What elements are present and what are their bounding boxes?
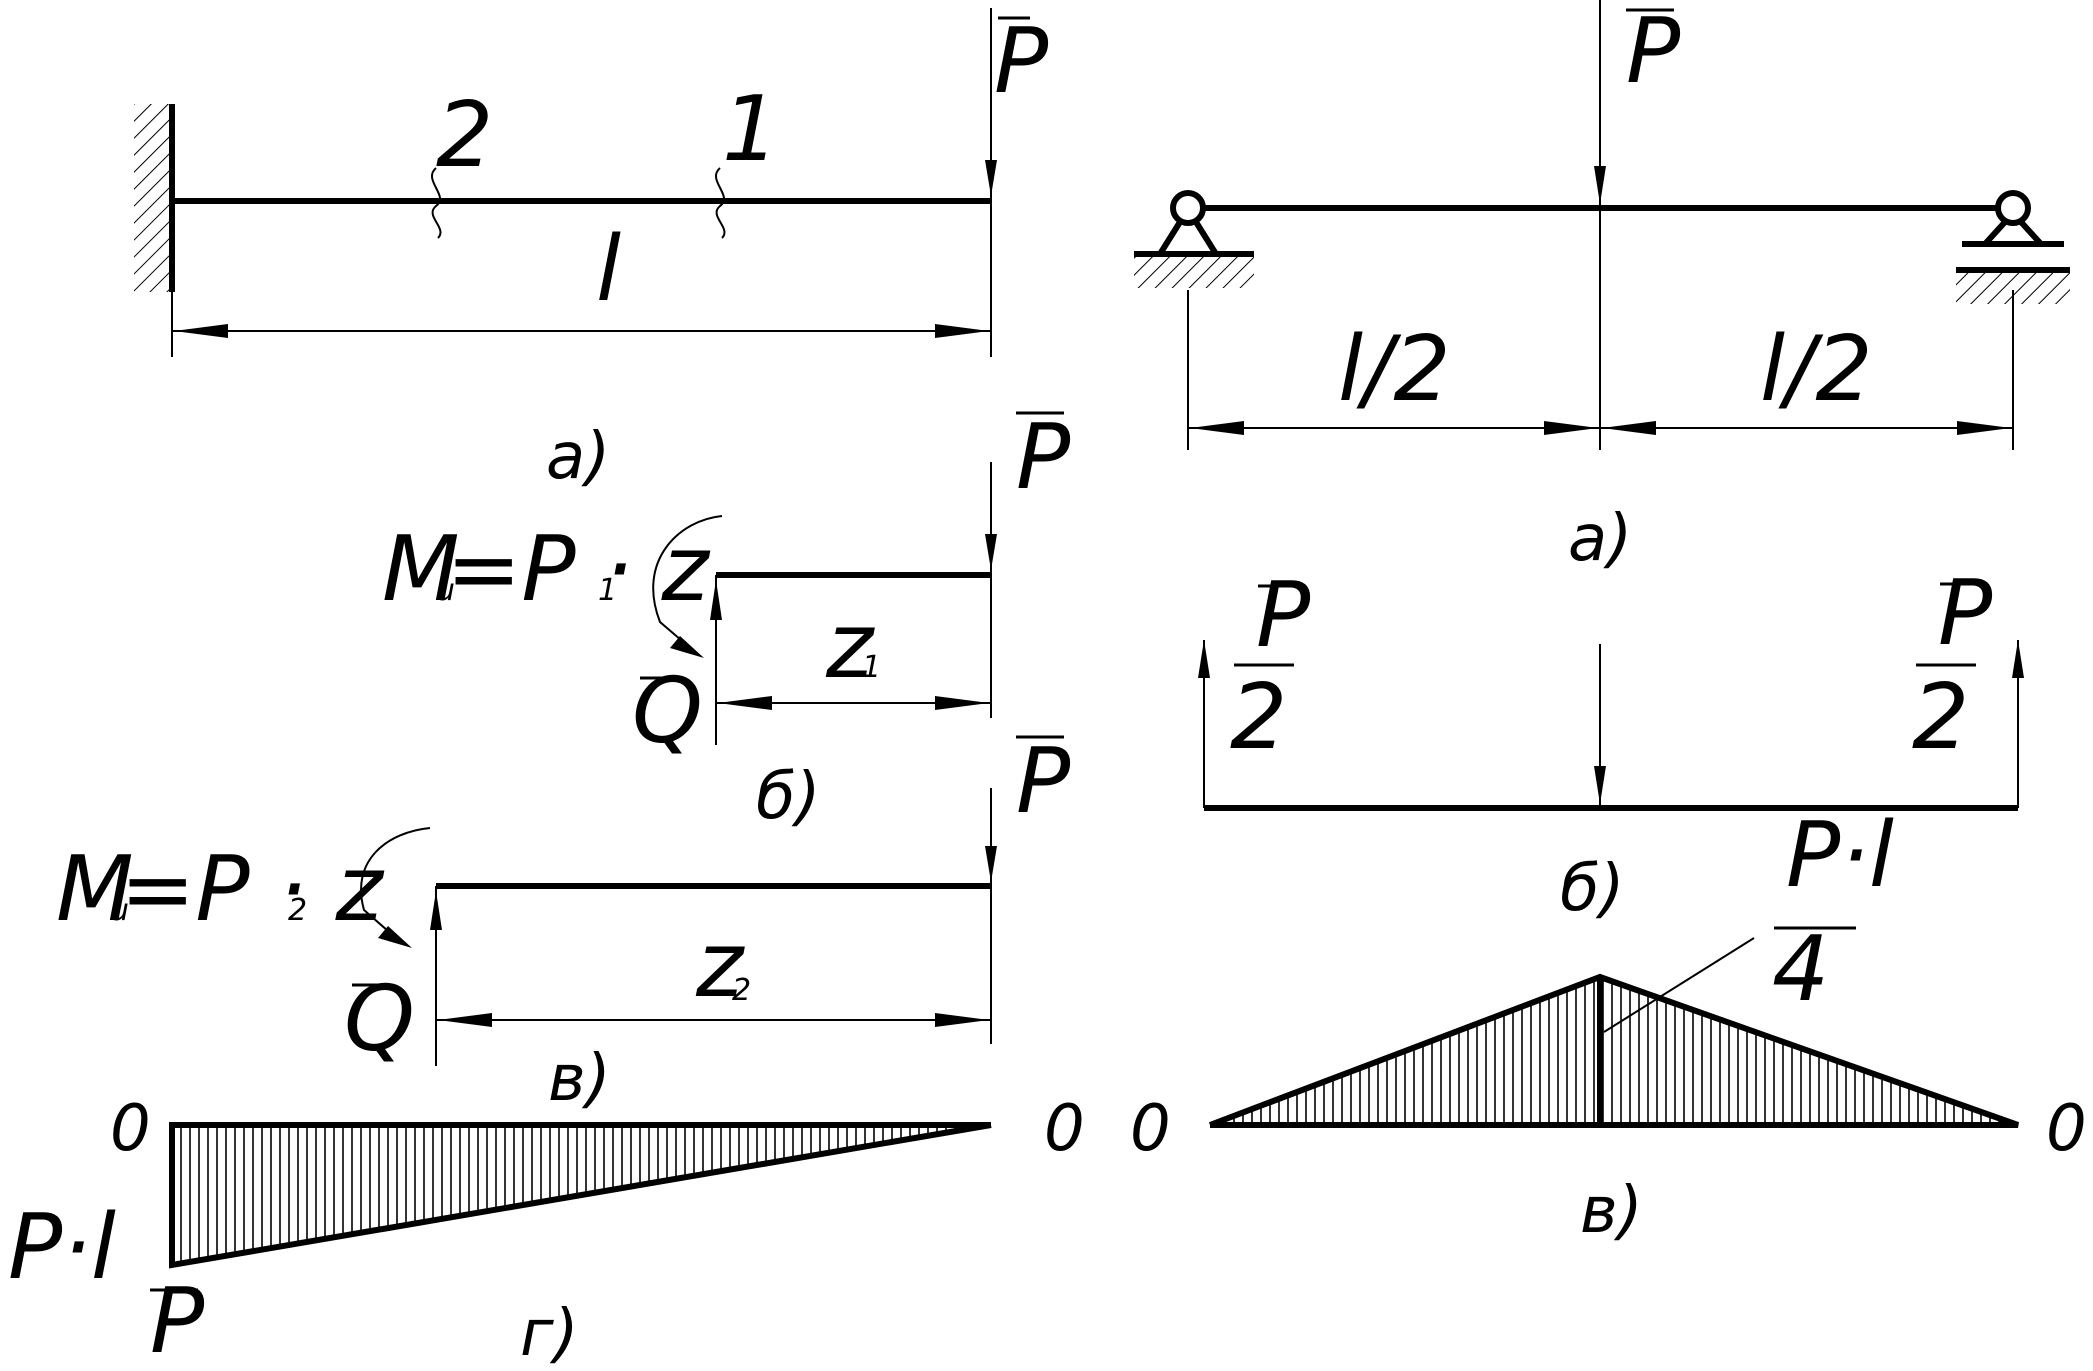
- moment-arrow-v: [360, 827, 431, 939]
- moment-M-b: M: [382, 517, 460, 622]
- leader-line: [1603, 937, 1755, 1033]
- zero-right-end: 0: [2046, 1092, 2087, 1166]
- moment-eq-b: =P · z: [446, 517, 711, 622]
- moment-eq-v: =P · z: [120, 837, 385, 942]
- shear-label-v: Q: [344, 967, 415, 1072]
- max-moment-right-den: 4: [1772, 917, 1829, 1022]
- moment-arrow-b: [652, 515, 723, 647]
- right-simple-beam: P l/2 l/2 a): [1134, 0, 2070, 576]
- pin-support: [1134, 190, 1254, 288]
- z2-sub: 2: [732, 973, 751, 1008]
- reaction-right-den: 2: [1912, 665, 1969, 770]
- zero-left-top: 0: [110, 1092, 151, 1166]
- force-label-v: P: [1016, 729, 1071, 834]
- moment-M-v: M: [56, 837, 134, 942]
- right-moment-diagram: P·l 4 0 0 в): [1130, 803, 2087, 1248]
- force-label-g: P: [150, 1269, 205, 1371]
- force-label-right: P: [1626, 0, 1681, 104]
- moment-z-sub-b: 1: [598, 573, 617, 608]
- shear-label-b: Q: [632, 659, 703, 764]
- section-2-label: 2: [436, 83, 493, 188]
- reaction-left-den: 2: [1230, 665, 1287, 770]
- max-moment-left: P·l: [8, 1195, 116, 1300]
- caption-left-v: в): [548, 1042, 611, 1116]
- left-section-z1: P Q M u =P · z 1 z 1 б): [382, 405, 1071, 834]
- force-label-b: P: [1016, 405, 1071, 510]
- moment-sub-v: u: [110, 893, 129, 928]
- z1-label: z: [825, 594, 875, 699]
- half-length-left: l/2: [1338, 317, 1451, 422]
- caption-left-a: a): [546, 420, 610, 494]
- length-label: l: [596, 217, 621, 322]
- caption-left-b: б): [756, 760, 820, 834]
- z2-label: z: [695, 913, 745, 1018]
- section-2-mark: [430, 167, 442, 239]
- moment-area-right: [1210, 977, 2018, 1125]
- left-moment-diagram: 0 0 P·l P г): [8, 1092, 1085, 1371]
- caption-left-g: г): [520, 1297, 579, 1371]
- reaction-left-num: P: [1256, 563, 1311, 668]
- section-1-mark: [714, 167, 726, 239]
- zero-right-start: 0: [1130, 1092, 1171, 1166]
- force-label: P: [994, 9, 1049, 114]
- left-section-z2: P Q M u =P · z 2 z 2 в): [56, 729, 1071, 1116]
- moment-sub-b: u: [436, 573, 455, 608]
- caption-right-b: б): [1560, 852, 1624, 926]
- caption-right-v: в): [1580, 1174, 1643, 1248]
- moment-z-sub-v: 2: [288, 893, 307, 928]
- right-free-body: P 2 P 2 б): [1198, 561, 2024, 926]
- reaction-right-num: P: [1938, 561, 1993, 666]
- left-cantilever-beam: P 2 1 l a): [134, 8, 1049, 494]
- caption-right-a: a): [1568, 502, 1632, 576]
- max-moment-right-num: P·l: [1786, 803, 1894, 908]
- z1-sub: 1: [862, 650, 881, 685]
- wall-hatch: [134, 104, 172, 292]
- section-1-label: 1: [722, 77, 779, 182]
- half-length-right: l/2: [1760, 317, 1873, 422]
- zero-left-end: 0: [1044, 1092, 1085, 1166]
